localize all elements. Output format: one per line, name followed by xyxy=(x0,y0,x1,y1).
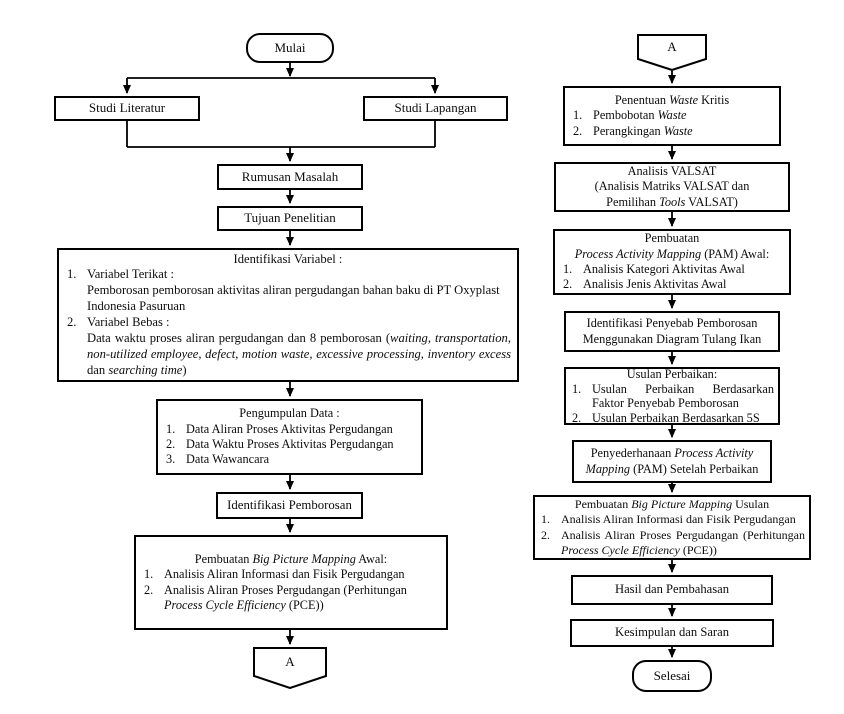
item-text: Pembobotan Waste xyxy=(593,108,687,123)
item-text: Analisis Aliran Proses Pergudangan (Perh… xyxy=(561,527,805,557)
node-title: Pembuatan Big Picture Mapping Usulan xyxy=(574,497,770,512)
item-number: 3. xyxy=(166,452,176,467)
list-item: 1. Usulan Perbaikan Berdasarkan Faktor P… xyxy=(568,382,776,411)
item-text: Analisis Kategori Aktivitas Awal xyxy=(583,262,745,276)
node-label: Studi Lapangan xyxy=(394,100,477,116)
node-label: Studi Literatur xyxy=(88,100,166,116)
item-number: 1. xyxy=(573,108,583,123)
node-title: Pembuatan Big Picture Mapping Awal: xyxy=(194,551,388,566)
item-number: 1. xyxy=(67,267,77,282)
list-item: 1. Analisis Aliran Informasi dan Fisik P… xyxy=(537,512,807,527)
node-label: Mulai xyxy=(274,39,306,55)
item-text: Analisis Aliran Informasi dan Fisik Perg… xyxy=(561,512,796,527)
node-label: Hasil dan Pembahasan xyxy=(614,582,729,597)
node-usulan-perbaikan: Usulan Perbaikan: 1. Usulan Perbaikan Be… xyxy=(564,367,780,425)
node-selesai: Selesai xyxy=(632,660,712,692)
node-bpm-awal: Pembuatan Big Picture Mapping Awal: 1. A… xyxy=(134,535,448,630)
item-number: 1. xyxy=(572,381,582,396)
item-number: 2. xyxy=(67,315,77,329)
item-text: Variabel Bebas :Data waktu proses aliran… xyxy=(87,315,511,377)
node-pengumpulan-data: Pengumpulan Data : 1. Data Aliran Proses… xyxy=(156,399,423,475)
list-item: 1. Analisis Kategori Aktivitas Awal xyxy=(559,262,785,277)
node-identifikasi-pemborosan: Identifikasi Pemborosan xyxy=(216,492,363,519)
node-offpage-connector-a-right: A xyxy=(637,34,707,71)
item-text: Data Waktu Proses Aktivitas Pergudangan xyxy=(186,437,394,451)
list-item: 2. Analisis Aliran Proses Pergudangan (P… xyxy=(537,528,807,558)
item-text: Analisis Aliran Proses Pergudangan (Perh… xyxy=(164,582,407,612)
item-number: 2. xyxy=(541,527,550,542)
list-item: 2. Perangkingan Waste xyxy=(569,124,775,139)
offpage-connector-shape xyxy=(637,34,707,71)
node-text: Analisis VALSAT(Analisis Matriks VALSAT … xyxy=(594,163,750,209)
item-number: 1. xyxy=(144,567,154,582)
node-studi-literatur: Studi Literatur xyxy=(54,96,200,121)
item-number: 2. xyxy=(166,437,176,451)
node-label: Tujuan Penelitian xyxy=(244,210,336,226)
item-text: Perangkingan Waste xyxy=(593,123,693,138)
item-number: 1. xyxy=(166,421,176,436)
item-number: 2. xyxy=(573,123,583,138)
item-text: Usulan Perbaikan Berdasarkan Faktor Peny… xyxy=(592,381,774,411)
node-tujuan-penelitian: Tujuan Penelitian xyxy=(217,206,363,231)
item-text: Usulan Perbaikan Berdasarkan 5S xyxy=(592,410,760,425)
list-item: 1. Variabel Terikat :Pemborosan pemboros… xyxy=(63,267,513,315)
item-number: 2. xyxy=(563,277,573,292)
list-item: 3. Data Wawancara xyxy=(162,452,417,467)
item-number: 1. xyxy=(541,512,550,527)
offpage-connector-shape xyxy=(253,647,327,689)
list-item: 1. Pembobotan Waste xyxy=(569,108,775,123)
item-number: 2. xyxy=(572,410,582,425)
node-label: A xyxy=(285,654,295,669)
node-label: Identifikasi Pemborosan xyxy=(227,498,352,513)
node-identifikasi-variabel: Identifikasi Variabel : 1. Variabel Teri… xyxy=(57,248,519,382)
node-mulai: Mulai xyxy=(246,33,334,63)
node-analisis-valsat: Analisis VALSAT(Analisis Matriks VALSAT … xyxy=(554,162,790,212)
list-item: 2. Data Waktu Proses Aktivitas Pergudang… xyxy=(162,437,417,452)
node-title: Penentuan Waste Kritis xyxy=(614,92,730,107)
node-label: Selesai xyxy=(653,667,691,683)
item-number: 1. xyxy=(563,262,573,276)
node-label: Rumusan Masalah xyxy=(241,168,339,184)
node-hasil-pembahasan: Hasil dan Pembahasan xyxy=(571,575,773,605)
list-item: 2. Usulan Perbaikan Berdasarkan 5S xyxy=(568,411,776,426)
node-penentuan-waste-kritis: Penentuan Waste Kritis 1. Pembobotan Was… xyxy=(563,86,781,146)
node-label: Kesimpulan dan Saran xyxy=(614,625,729,640)
list-item: 1. Data Aliran Proses Aktivitas Pergudan… xyxy=(162,422,417,437)
list-item: 2. Analisis Jenis Aktivitas Awal xyxy=(559,277,785,292)
list-item: 2. Analisis Aliran Proses Pergudangan (P… xyxy=(140,583,442,614)
list-item: 1. Analisis Aliran Informasi dan Fisik P… xyxy=(140,567,442,582)
item-text: Analisis Jenis Aktivitas Awal xyxy=(583,277,727,292)
node-title: Usulan Perbaikan: xyxy=(626,367,718,381)
item-text: Data Aliran Proses Aktivitas Pergudangan xyxy=(186,421,393,436)
item-text: Variabel Terikat :Pemborosan pemborosan … xyxy=(87,267,500,314)
node-rumusan-masalah: Rumusan Masalah xyxy=(217,164,363,190)
node-studi-lapangan: Studi Lapangan xyxy=(363,96,508,121)
item-number: 2. xyxy=(144,582,154,597)
list-item: 2. Variabel Bebas :Data waktu proses ali… xyxy=(63,315,513,378)
node-title: Pengumpulan Data : xyxy=(239,406,340,421)
node-offpage-connector-a-left: A xyxy=(253,647,327,689)
node-kesimpulan-saran: Kesimpulan dan Saran xyxy=(570,619,774,647)
node-label: A xyxy=(667,39,677,54)
item-text: Analisis Aliran Informasi dan Fisik Perg… xyxy=(164,567,405,582)
item-text: Data Wawancara xyxy=(186,452,270,467)
node-bpm-usulan: Pembuatan Big Picture Mapping Usulan 1. … xyxy=(533,495,811,560)
node-title: Identifikasi Variabel : xyxy=(233,251,343,266)
